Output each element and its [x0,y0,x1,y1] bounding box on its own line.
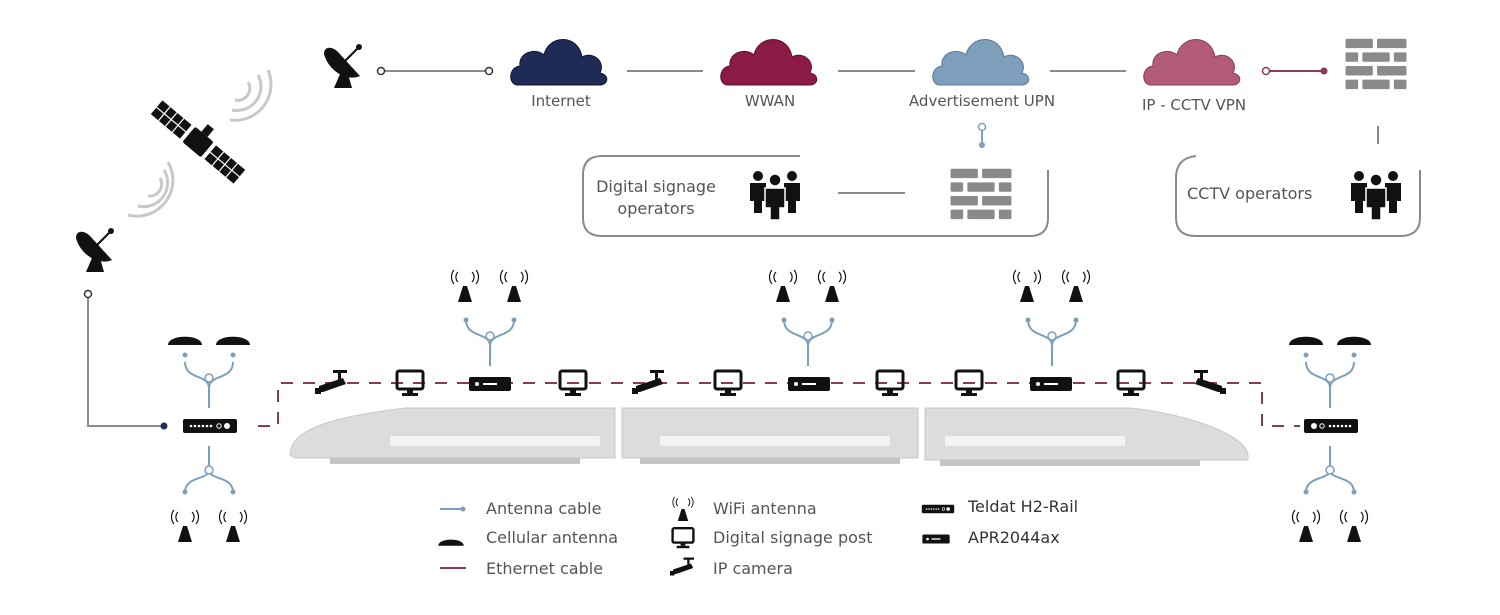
internet-cloud-icon [510,39,608,86]
legend-apr2044ax-label: APR2044ax [968,528,1060,547]
apr2044ax-1-icon [469,377,511,391]
legend-teldat-h2-rail-label: Teldat H2-Rail [968,497,1079,516]
legend-ip-camera-label: IP camera [713,559,793,578]
right-cellular-antennas [1289,336,1371,409]
signage-operators-people-icon [749,170,801,221]
signage-firewall-icon [950,168,1012,220]
left-cellular-antennas [168,336,250,409]
legend-cellular-antenna-label: Cellular antenna [486,528,619,547]
apr2044ax-2-icon [788,377,830,391]
top-firewall-icon [1345,38,1407,90]
ip-camera-1-icon [315,370,347,394]
satellite-icon [150,100,246,184]
left-teldat-h2-rail-router-icon [182,418,238,434]
ethernet-backbone [258,382,1300,427]
dish-internet-link [376,66,494,76]
left-satellite-dish-icon [75,227,115,273]
cctv-operators-people-icon [1350,170,1402,221]
wifi-antenna-group-3 [1012,269,1091,367]
legend-wifi-antenna-icon [672,496,694,522]
cctv-vpn-cloud-icon [1143,39,1241,86]
legend-wifi-antenna-label: WiFi antenna [713,499,817,518]
cctv-operators-label: CCTV operators [1187,184,1313,203]
legend-signage-post-label: Digital signage post [713,528,873,547]
legend-signage-post-icon [671,527,695,550]
legend-ip-camera-icon [670,557,694,576]
dish-router-link [83,289,168,430]
apr2044ax-3-icon [1030,377,1072,391]
cctv-firewall-link [1261,66,1328,76]
legend-apr2044ax-icon [922,534,950,544]
right-teldat-h2-rail-router-icon [1303,418,1359,434]
advertisement-cloud-icon [932,39,1030,86]
adv-firewall-link [977,122,987,148]
ip-camera-3-icon [1194,370,1226,394]
cctv-operators-box [1175,155,1421,237]
train-illustration [289,407,1249,466]
legend-cellular-antenna-icon [438,539,464,546]
wifi-antenna-group-1 [450,269,529,367]
left-wifi-antennas [170,446,248,543]
wifi-antenna-group-2 [768,269,847,367]
signage-operators-box [582,155,1049,237]
legend-antenna-cable-label: Antenna cable [486,499,602,518]
right-wifi-antennas [1291,446,1369,543]
signage-operators-label-line2: operators [617,199,695,218]
legend-ethernet-cable-label: Ethernet cable [486,559,604,578]
wwan-label: WWAN [744,92,796,110]
signage-operators-label-line1: Digital signage [596,177,716,196]
ip-cctv-vpn-label: IP - CCTV VPN [1141,96,1247,114]
legend-teldat-h2-rail-icon [921,504,955,514]
top-satellite-dish-icon [323,43,363,89]
legend-antenna-cable-symbol [440,506,466,512]
wwan-cloud-icon [720,39,818,86]
internet-label: Internet [531,92,591,110]
satellite-signal-waves-icon [127,69,273,218]
advertisement-upn-label: Advertisement UPN [908,92,1056,110]
